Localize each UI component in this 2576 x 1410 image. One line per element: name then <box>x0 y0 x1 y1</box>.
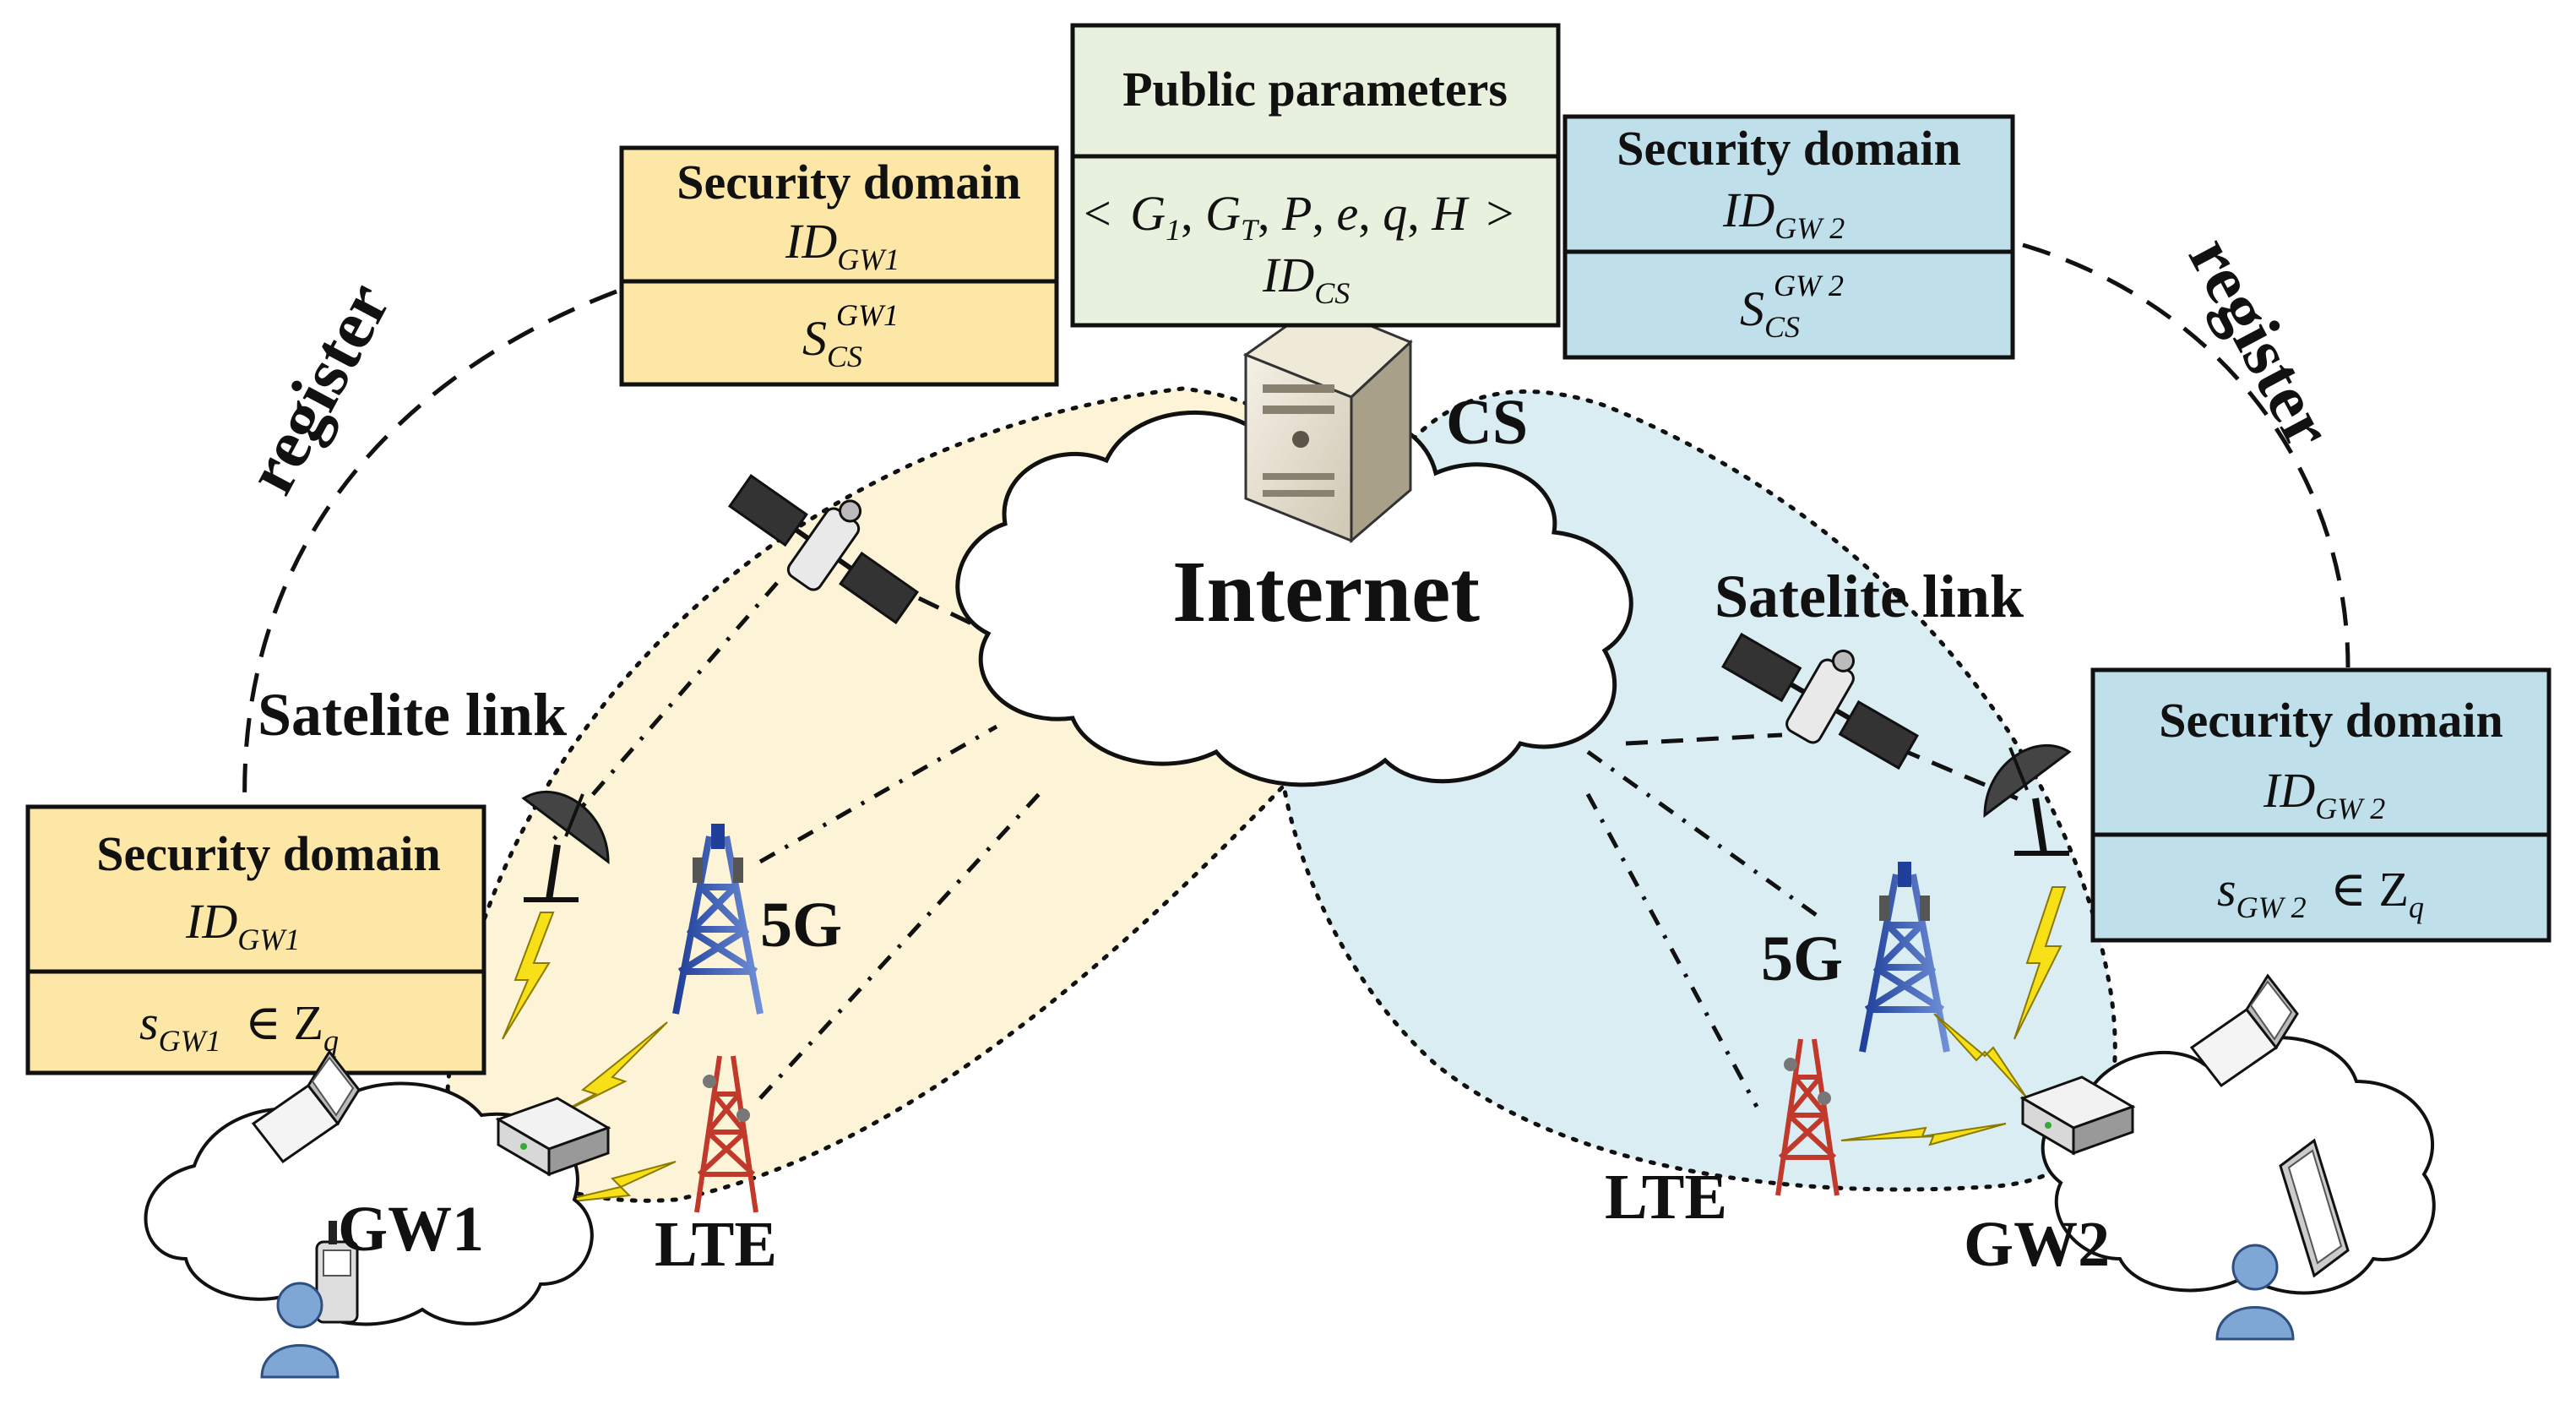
tablet-icon-right <box>2279 1138 2350 1278</box>
security-domain-box-top-right: Security domain IDGW 2 SCS GW 2 <box>1562 114 2015 360</box>
satellite-link-label-right: Satelite link <box>1715 563 2024 630</box>
security-domain-box-right: Security domain IDGW 2 sGW 2 ∈ Zq <box>2090 667 2552 943</box>
register-label-left: register <box>231 270 405 506</box>
cs-label: CS <box>1446 387 1528 458</box>
router-icon-gw2 <box>2019 1075 2136 1156</box>
5g-label-right: 5G <box>1761 923 1843 994</box>
security-domain-id: IDGW1 <box>785 214 899 276</box>
public-parameters-title: Public parameters <box>1122 62 1508 117</box>
server-icon <box>1242 302 1413 544</box>
cell-tower-icon-lte-right <box>1775 1038 1840 1196</box>
security-domain-title: Security domain <box>1617 121 1961 176</box>
satellite-link-label-left: Satelite link <box>258 681 567 749</box>
security-domain-secret: SCS <box>802 311 862 373</box>
satellite-icon-left <box>727 474 920 624</box>
laptop-icon-left <box>251 1049 361 1164</box>
security-domain-id: IDGW 2 <box>2263 763 2385 825</box>
dish-antenna-icon-right <box>1983 743 2072 856</box>
cell-tower-icon-5g-right <box>1859 862 1950 1053</box>
router-icon-gw1 <box>495 1097 611 1177</box>
5g-label-left: 5G <box>760 890 842 961</box>
security-domain-secret: SCS <box>1740 281 1800 344</box>
user-icon-left <box>260 1282 340 1379</box>
security-domain-id: IDGW1 <box>185 894 300 956</box>
gw1-label: GW1 <box>338 1194 484 1265</box>
cell-tower-icon-lte-left <box>694 1055 758 1213</box>
security-domain-box-top-left: Security domain IDGW1 SCS GW1 <box>619 145 1059 387</box>
security-domain-id: IDGW 2 <box>1722 182 1845 245</box>
gw2-label: GW2 <box>1964 1209 2110 1280</box>
lte-label-left: LTE <box>655 1209 777 1280</box>
user-icon-right <box>2215 1244 2295 1341</box>
dish-antenna-icon-left <box>521 790 610 902</box>
security-domain-title: Security domain <box>96 826 441 881</box>
public-parameters-id: IDCS <box>1262 248 1350 310</box>
public-parameters-box: Public parameters < G1, GT, P, e, q, H >… <box>1070 23 1561 328</box>
security-domain-title: Security domain <box>677 155 1021 210</box>
mobile-phone-icon-left <box>315 1221 359 1324</box>
register-arc-right <box>2022 242 2350 668</box>
satellite-icon-right <box>1721 632 1919 770</box>
cell-tower-icon-5g-left <box>672 824 764 1015</box>
public-parameters-tuple: < G1, GT, P, e, q, H > <box>1084 186 1514 247</box>
internet-label: Internet <box>1172 543 1480 640</box>
security-domain-box-left: Security domain IDGW1 sGW1 ∈ Zq <box>25 804 486 1075</box>
lte-label-right: LTE <box>1605 1162 1727 1233</box>
security-domain-secret-sup: GW1 <box>836 298 899 332</box>
register-arc-left <box>242 289 617 812</box>
security-domain-title: Security domain <box>2159 693 2503 748</box>
security-domain-secret: sGW 2 ∈ Zq <box>2217 862 2424 928</box>
security-domain-secret-sup: GW 2 <box>1774 269 1844 302</box>
laptop-icon-right <box>2189 973 2299 1088</box>
security-domain-secret: sGW1 ∈ Zq <box>139 995 339 1062</box>
